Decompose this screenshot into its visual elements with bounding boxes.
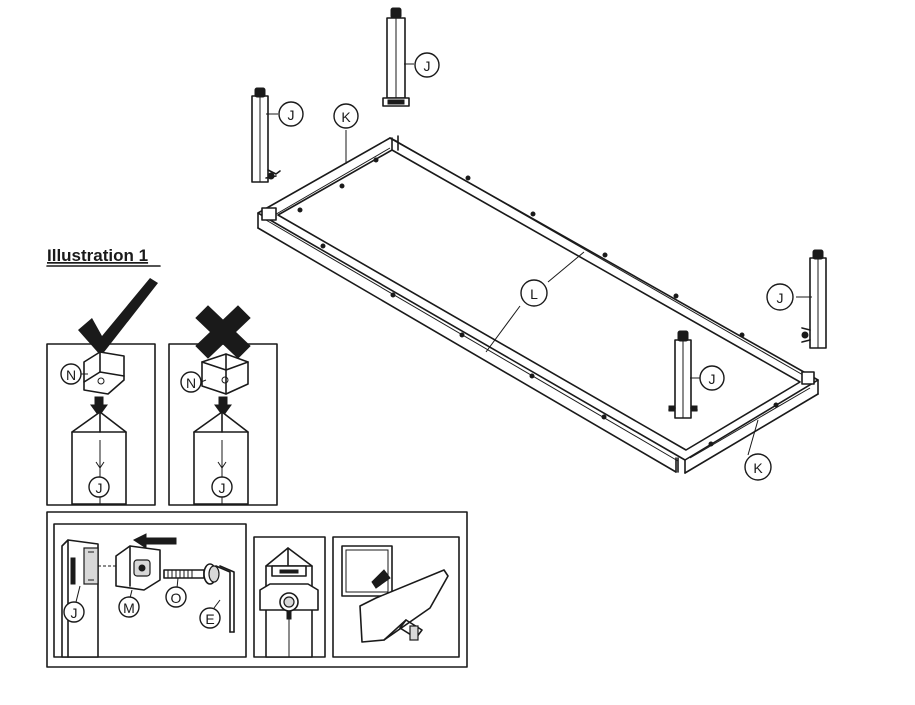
illustration-title: Illustration 1 [47, 246, 148, 265]
callout-label: L [530, 286, 538, 302]
callout-J-middle: J [699, 365, 725, 391]
leader-L-2 [485, 305, 521, 353]
callout-label: K [341, 109, 351, 125]
callout-label: J [288, 107, 295, 123]
callout-label: J [777, 290, 784, 306]
callout-J-detail: J [63, 601, 85, 623]
panel-correct [46, 278, 158, 506]
panel-bracket-on-post [253, 536, 326, 658]
callout-O: O [165, 586, 187, 608]
callout-J-correct: J [88, 476, 110, 498]
panel-bolt-assembly [53, 523, 247, 658]
leg-left [251, 87, 281, 183]
leader-L-1 [547, 251, 585, 283]
panel-incorrect [168, 305, 278, 506]
detail-box [46, 511, 468, 668]
callout-label: K [753, 460, 763, 476]
callout-label: J [424, 58, 431, 74]
callout-label: O [171, 590, 182, 606]
callout-label: J [96, 480, 103, 496]
callout-L: L [520, 279, 548, 307]
callout-label: N [66, 367, 76, 383]
callout-label: N [186, 375, 196, 391]
callout-N-incorrect: N [180, 371, 202, 393]
callout-label: J [71, 605, 78, 621]
callout-K-top: K [333, 103, 359, 129]
callout-E: E [199, 607, 221, 629]
callout-label: M [123, 600, 135, 616]
callout-label: J [709, 371, 716, 387]
leg-top-center [382, 7, 410, 107]
callout-J-left: J [278, 101, 304, 127]
check-mark-icon [78, 278, 158, 356]
leg-right [801, 249, 827, 349]
callout-N-correct: N [60, 363, 82, 385]
callout-K-bottom: K [744, 453, 772, 481]
callout-J-right: J [766, 283, 794, 311]
panel-cross-section [332, 536, 460, 658]
callout-label: E [205, 611, 214, 627]
leg-middle [668, 330, 698, 419]
leader-K-bottom [747, 419, 759, 456]
callout-J-incorrect: J [211, 476, 233, 498]
callout-J-top: J [414, 52, 440, 78]
callout-M: M [118, 596, 140, 618]
callout-label: J [219, 480, 226, 496]
cross-mark-icon [195, 305, 251, 359]
